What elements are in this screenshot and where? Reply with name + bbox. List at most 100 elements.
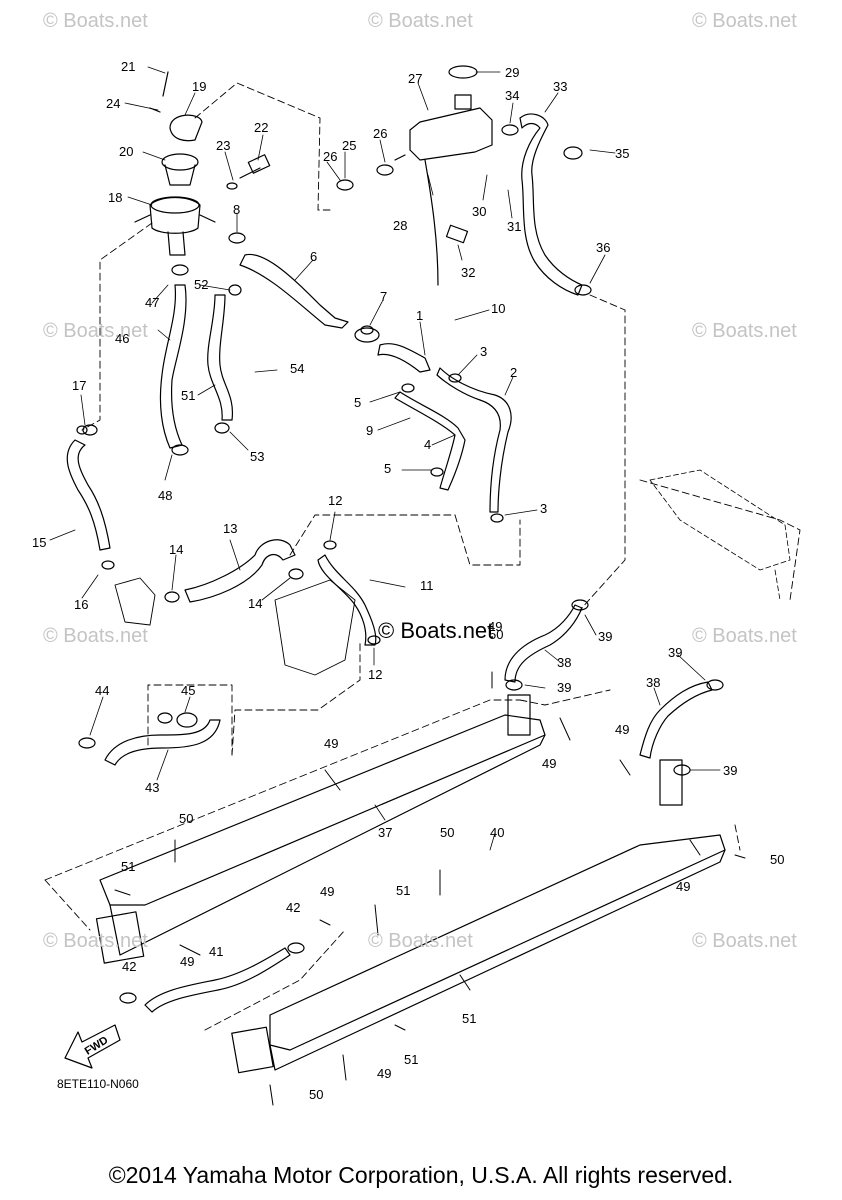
callout-number: 49 [615,722,630,737]
callout-number: 46 [115,331,130,346]
callout-number: 15 [32,535,47,550]
callout-number: 12 [368,667,383,682]
callout-number: 13 [223,521,238,536]
callout-number: 28 [393,218,408,233]
coolant-reservoir [394,65,493,286]
callout-number: 49 [180,954,195,969]
callout-number: 38 [557,655,572,670]
callout-number: 41 [209,944,224,959]
upper-right-bracket [649,469,791,601]
callout-number: 19 [192,79,207,94]
callout-number: 38 [646,675,661,690]
callout-number: 49 [542,756,557,771]
callout-number: 12 [328,493,343,508]
callout-number: 14 [169,542,184,557]
callout-number: 50 [179,811,194,826]
watermark: © Boats.net [368,930,473,952]
watermark: © Boats.net [43,10,148,32]
callout-number: 21 [121,59,136,74]
hose-clamps [76,124,724,1004]
engine-mount-blocks [114,577,356,676]
callout-number: 49 [377,1066,392,1081]
drawing-code: 8ETE110-N060 [57,1077,139,1091]
callout-number: 33 [553,79,568,94]
callout-number: 39 [723,763,738,778]
callout-number: 49 [488,619,503,634]
callout-number: 36 [596,240,611,255]
callout-number: 6 [310,249,318,264]
fwd-arrow [64,1024,121,1069]
callout-number: 48 [158,488,173,503]
callout-number: 24 [106,96,121,111]
callout-number: 4 [424,437,432,452]
callout-number: 30 [472,204,487,219]
center-watermark: © Boats.net [378,618,494,643]
callout-number: 44 [95,683,110,698]
callout-number: 39 [668,645,683,660]
callout-number: 51 [181,388,196,403]
watermark: © Boats.net [43,930,148,952]
callout-number: 22 [254,120,269,135]
callout-number: 5 [354,395,362,410]
callout-number: 54 [290,361,305,376]
callout-number: 53 [250,449,265,464]
callout-number: 50 [489,627,504,642]
watermark: © Boats.net [692,320,797,342]
callout-number: 42 [122,959,137,974]
callout-number: 51 [404,1052,419,1067]
callout-number: 10 [491,301,506,316]
callout-number: 11 [420,578,434,593]
callout-number: 52 [194,277,209,292]
callout-number: 17 [72,378,87,393]
callout-number: 32 [461,265,476,280]
callout-number: 3 [480,344,488,359]
callout-number: 50 [309,1087,324,1102]
thermostat-assembly [134,71,271,256]
callout-number: 35 [615,146,630,161]
callout-number: 31 [507,219,522,234]
callout-number: 51 [462,1011,477,1026]
callout-number: 34 [505,88,520,103]
callout-number: 20 [119,144,134,159]
callout-number: 27 [408,71,423,86]
callout-number: 14 [248,596,263,611]
callout-number: 23 [216,138,231,153]
bolts-and-pins [114,671,746,1106]
callout-number: 37 [378,825,393,840]
callout-number: 39 [557,680,572,695]
radiator-rails [95,694,726,1074]
callout-number: 45 [181,683,196,698]
callout-number: 25 [342,138,357,153]
callout-number: 49 [676,879,691,894]
watermark: © Boats.net [43,320,148,342]
callout-number: 40 [490,825,505,840]
callout-number: 39 [598,629,613,644]
callout-number: 3 [540,501,548,516]
callout-number: 49 [324,736,339,751]
callout-number: 5 [384,461,392,476]
watermark: © Boats.net [692,625,797,647]
callout-number: 16 [74,597,89,612]
callout-number: 9 [366,423,374,438]
callout-number: 8 [233,202,241,217]
watermark: © Boats.net [692,10,797,32]
watermark: © Boats.net [368,10,473,32]
coolant-hoses [66,113,713,1013]
callout-number: 18 [108,190,123,205]
callout-number: 2 [510,365,518,380]
callout-number: 50 [440,825,455,840]
callout-number: 1 [416,308,424,323]
copyright-notice: ©2014 Yamaha Motor Corporation, U.S.A. A… [108,1162,734,1188]
callout-number: 51 [121,859,136,874]
watermark: © Boats.net [692,930,797,952]
callout-number: 49 [320,884,335,899]
watermark: © Boats.net [43,625,148,647]
callout-number: 47 [145,295,160,310]
callout-number: 26 [323,149,338,164]
callout-number: 26 [373,126,388,141]
callout-leaders [49,66,721,851]
callout-number: 7 [380,289,388,304]
callout-number: 29 [505,65,520,80]
callout-number: 43 [145,780,160,795]
